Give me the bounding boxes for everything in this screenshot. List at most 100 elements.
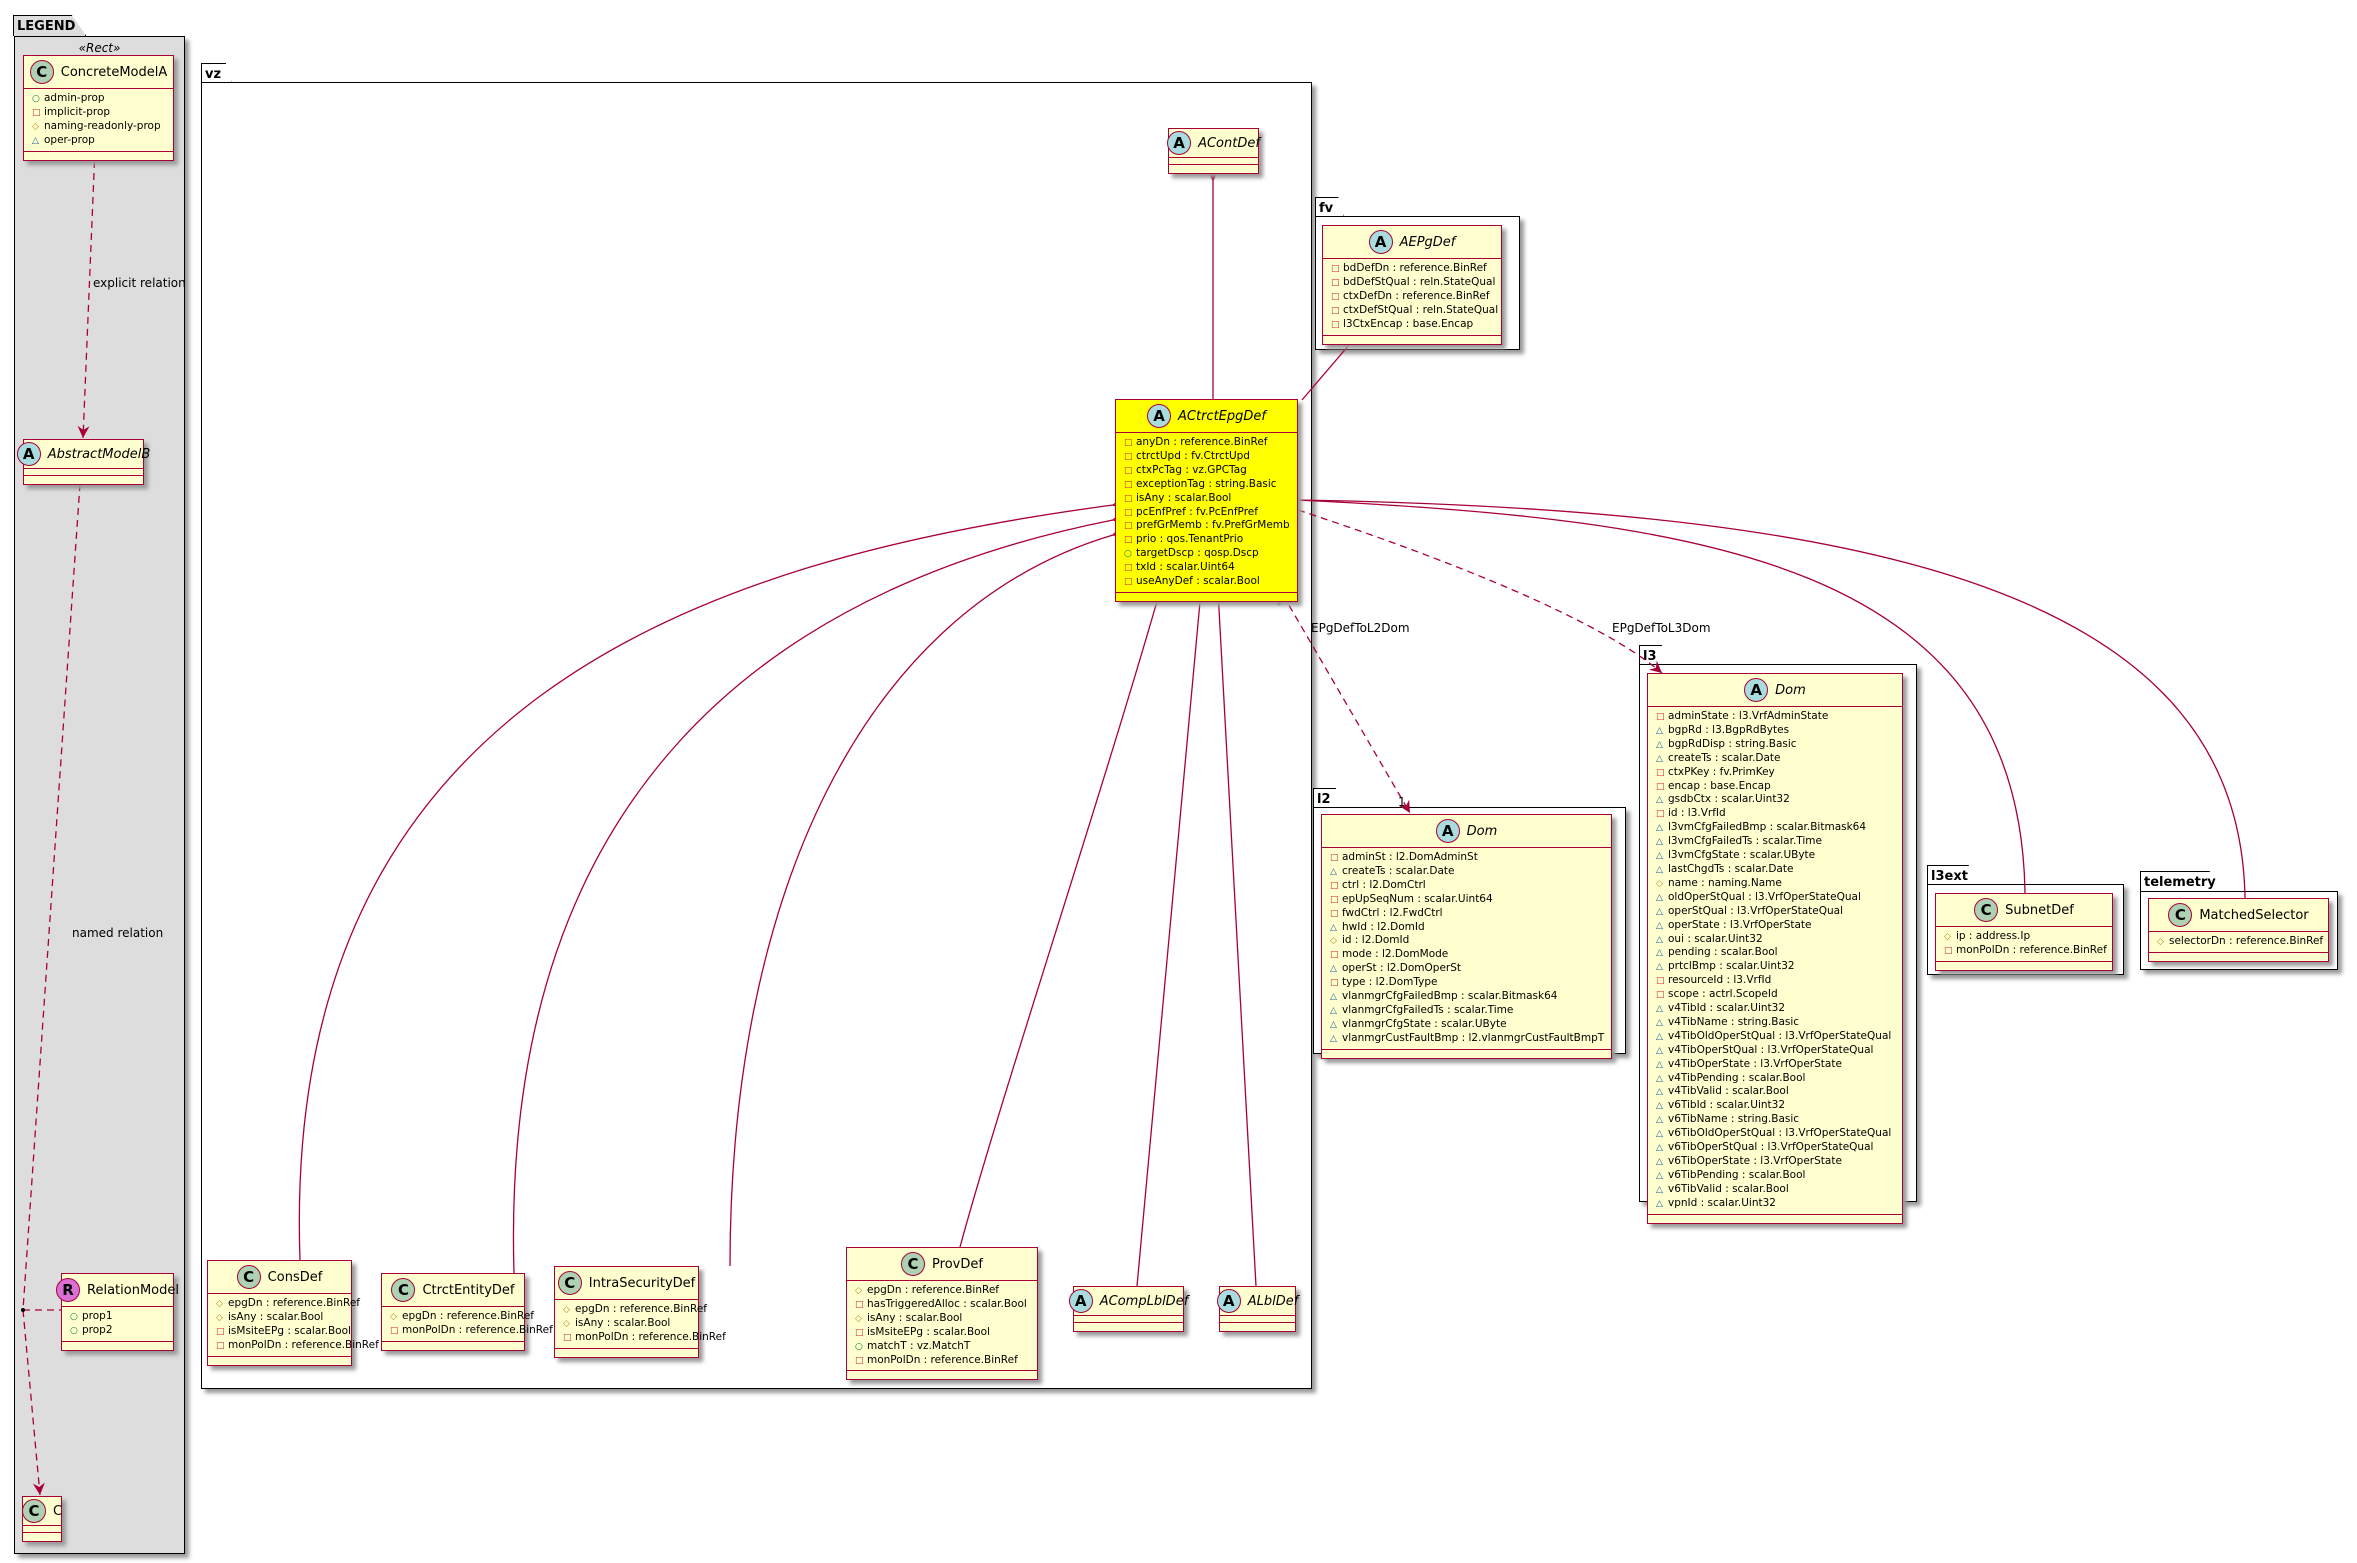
attribute-row: ◇ip : address.Ip (1944, 930, 2112, 944)
attribute-row: ◇isAny : scalar.Bool (216, 1311, 351, 1325)
visibility-private-icon: □ (1124, 577, 1133, 588)
attribute-text: v4TibOperStQual : l3.VrfOperStateQual (1668, 1043, 1874, 1056)
label-epgdeftol2dom: EPgDefToL2Dom (1311, 621, 1410, 635)
edge-subnetdef-composition (1298, 500, 2026, 894)
visibility-protected-icon: ◇ (390, 1312, 397, 1322)
class-name: RelationModel (87, 1282, 179, 1298)
visibility-package-icon: △ (1656, 948, 1663, 959)
attribute-row: □fwdCtrl : l2.FwdCtrl (1330, 907, 1611, 921)
edge-legend-explicit (77, 148, 96, 439)
visibility-private-icon: □ (1944, 945, 1953, 956)
attribute-text: isAny : scalar.Bool (867, 1311, 963, 1324)
attribute-text: v4TibName : string.Basic (1668, 1015, 1800, 1028)
attribute-row: △v6TibPending : scalar.Bool (1656, 1169, 1902, 1183)
class-name: SubnetDef (2005, 902, 2074, 918)
attribute-row: △ v6TibOperState : l3.VrfOperState (1656, 1155, 1902, 1169)
edge-l3dom-dependency (1297, 509, 1663, 674)
methods-section (24, 476, 143, 484)
methods-section (847, 1371, 1037, 1379)
attribute-list (24, 469, 143, 476)
visibility-package-icon: △ (1656, 1115, 1663, 1126)
attribute-text: vlanmgrCfgFailedBmp : scalar.Bitmask64 (1342, 990, 1558, 1003)
attribute-text: vlanmgrCfgState : scalar.UByte (1342, 1017, 1507, 1030)
attribute-row: □adminSt : l2.DomAdminSt (1330, 851, 1611, 865)
visibility-package-icon: △ (1656, 962, 1663, 973)
package-l2-tab: l2 (1313, 788, 1342, 809)
visibility-protected-icon: ◇ (32, 121, 39, 132)
class-name: Dom (1466, 823, 1498, 839)
attribute-text: v4TibOldOperStQual : l3.VrfOperStateQual (1668, 1029, 1892, 1042)
visibility-package-icon: △ (1656, 906, 1663, 917)
attribute-text: ctxPKey : fv.PrimKey (1668, 765, 1775, 778)
edge-ctrctentitydef-inheritance (512, 520, 1113, 1274)
attribute-text: txId : scalar.Uint64 (1136, 561, 1235, 574)
attribute-text: vlanmgrCustFaultBmp : l2.vlanmgrCustFaul… (1342, 1031, 1605, 1044)
attribute-row: △prtclBmp : scalar.Uint32 (1656, 960, 1902, 974)
attribute-text: operSt : l2.DomOperSt (1342, 962, 1462, 975)
attribute-row: □implicit-prop (32, 106, 173, 120)
attribute-row: △v4TibValid : scalar.Bool (1656, 1085, 1902, 1099)
attribute-text: matchT : vz.MatchT (867, 1339, 971, 1352)
visibility-package-icon: △ (1656, 1157, 1663, 1167)
attribute-text: encap : base.Encap (1668, 779, 1771, 792)
attribute-row: □scope : actrl.ScopeId (1656, 988, 1902, 1002)
attribute-text: v6TibOldOperStQual : l3.VrfOperStateQual (1668, 1127, 1892, 1140)
attribute-text: isAny : scalar.Bool (228, 1310, 324, 1323)
abstract-class-icon: A (1167, 131, 1192, 155)
attribute-text: ctrctUpd : fv.CtrctUpd (1136, 449, 1250, 462)
attribute-text: v4TibId : scalar.Uint32 (1668, 1002, 1785, 1015)
attribute-row: □l3CtxEncap : base.Encap (1331, 318, 1501, 332)
attribute-text: l3vmCfgFailedTs : scalar.Time (1668, 835, 1822, 848)
attribute-row: ◇selectorDn : reference.BinRef (2157, 935, 2328, 949)
attribute-list: □bdDefDn : reference.BinRef□bdDefStQual … (1323, 259, 1501, 336)
attribute-text: v6TibOperState : l3.VrfOperState (1668, 1155, 1842, 1167)
visibility-private-icon: □ (1330, 880, 1339, 891)
attribute-text: monPolDn : reference.BinRef (867, 1353, 1018, 1366)
visibility-public-icon: ○ (1124, 549, 1132, 560)
attribute-row: △createTs : scalar.Date (1656, 752, 1902, 766)
visibility-package-icon: △ (1330, 1033, 1337, 1044)
visibility-private-icon: □ (1331, 305, 1340, 316)
edge-consdef-inheritance (298, 505, 1113, 1261)
attribute-row: △createTs : scalar.Date (1330, 865, 1611, 879)
attribute-row: △l3vmCfgFailedTs : scalar.Time (1656, 835, 1902, 849)
abstract-class-icon: A (16, 442, 41, 466)
attribute-text: id : l3.VrfId (1668, 807, 1726, 820)
visibility-protected-icon: ◇ (1944, 932, 1951, 942)
attribute-row: △v6TibName : string.Basic (1656, 1113, 1902, 1127)
visibility-protected-icon: ◇ (1330, 936, 1337, 947)
attribute-text: bdDefStQual : reln.StateQual (1343, 275, 1496, 288)
attribute-text: prio : qos.TenantPrio (1136, 533, 1244, 546)
attribute-text: useAnyDef : scalar.Bool (1136, 575, 1260, 588)
visibility-package-icon: △ (1656, 1143, 1663, 1154)
attribute-row: △oui : scalar.Uint32 (1656, 933, 1902, 947)
attribute-list: ◇selectorDn : reference.BinRef (2149, 932, 2328, 953)
visibility-private-icon: □ (1330, 853, 1339, 863)
attribute-row: △pending : scalar.Bool (1656, 946, 1902, 960)
attribute-row: △v6TibValid : scalar.Bool (1656, 1183, 1902, 1197)
attribute-row: △vlanmgrCfgFailedTs : scalar.Time (1330, 1004, 1611, 1018)
